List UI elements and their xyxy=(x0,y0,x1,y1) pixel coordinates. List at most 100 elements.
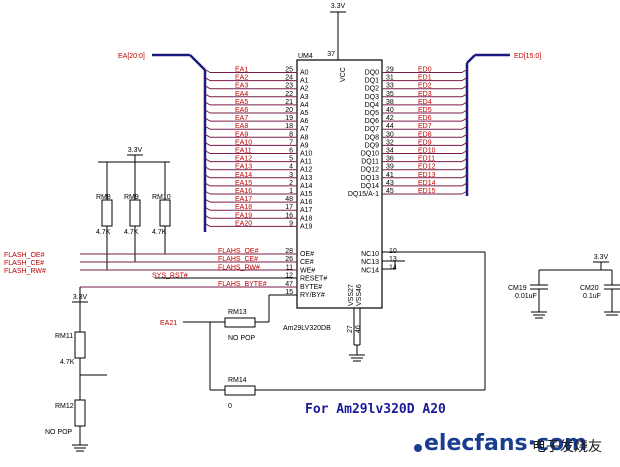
rm13-ref: RM13 xyxy=(228,309,247,316)
left-pin-number: 3 xyxy=(289,172,293,179)
watermark-chinese: 电子发烧友 xyxy=(532,439,602,455)
right-pin-number: 45 xyxy=(386,188,394,195)
right-pin-name: DQ7 xyxy=(365,126,380,133)
ed-net-label: ED11 xyxy=(418,156,435,163)
left-pin-number: 48 xyxy=(285,196,293,203)
ea-net-label: EA10 xyxy=(235,139,252,146)
rm9-ref: RM9 xyxy=(124,194,139,201)
caps-vcc-label: 3.3V xyxy=(594,254,609,261)
ea21-net-label: EA21 xyxy=(160,320,177,327)
left-pin-name: A10 xyxy=(300,151,313,158)
right-pin-number: 40 xyxy=(386,107,394,114)
flash-ce-net: FLASH_CE# xyxy=(4,260,44,267)
ctrl-pin-number: 11 xyxy=(286,264,293,271)
left-pin-number: 21 xyxy=(285,99,293,106)
vcc-pin-number: 37 xyxy=(327,51,335,58)
ed-net-label: ED3 xyxy=(418,91,432,98)
left-pin-name: A17 xyxy=(300,207,313,214)
left-pin-name: A18 xyxy=(300,215,313,222)
left-pin-name: A7 xyxy=(300,126,309,133)
watermark: elecfans·com 电子发烧友 xyxy=(414,431,602,456)
ed-bus-label: ED[15:0] xyxy=(514,53,541,60)
ea-net-label: EA8 xyxy=(235,123,248,130)
rm10-value: 4.7K xyxy=(152,229,167,236)
left-pin-name: A16 xyxy=(300,199,313,206)
ea-net-label: EA20 xyxy=(235,220,252,227)
vss-pin-name: VSS46 xyxy=(356,284,363,306)
watermark-logo: elecfans·com xyxy=(424,431,587,456)
left-pin-number: 20 xyxy=(285,107,293,114)
ctrl-pin-name: RESET# xyxy=(300,276,327,283)
left-pin-name: A15 xyxy=(300,191,313,198)
ea-net-label: EA9 xyxy=(235,131,248,138)
left-pin-number: 8 xyxy=(289,131,293,138)
ea-net-label: EA16 xyxy=(235,188,252,195)
right-pin-name: DQ13 xyxy=(361,175,379,182)
right-pin-number: 29 xyxy=(386,67,394,74)
ed-net-label: ED9 xyxy=(418,139,432,146)
rm12-value: NO POP xyxy=(45,429,73,436)
vss-pin-name: VSS27 xyxy=(348,284,355,306)
left-pin-number: 22 xyxy=(285,91,293,98)
right-pin-name: DQ4 xyxy=(365,102,380,109)
left-pin-number: 1 xyxy=(289,188,293,195)
left-pin-name: A13 xyxy=(300,175,313,182)
ea-bus-label: EA[20:0] xyxy=(118,53,145,60)
rm14-ref: RM14 xyxy=(228,377,247,384)
caption-text: For Am29lv320D A20 xyxy=(305,402,446,417)
nc-pin-name: NC13 xyxy=(361,259,379,266)
rm8-ref: RM8 xyxy=(96,194,111,201)
right-pin-number: 34 xyxy=(386,148,394,155)
ed-net-label: ED0 xyxy=(418,67,432,74)
rm11-value: 4.7K xyxy=(60,359,75,366)
ea-net-label: EA3 xyxy=(235,83,248,90)
ctrl-net-label: FLAHS_RW# xyxy=(218,264,260,271)
ea-net-label: EA5 xyxy=(235,99,248,106)
cm19-ref: CM19 xyxy=(508,285,527,292)
rm9-value: 4.7K xyxy=(124,229,139,236)
left-pin-name: A12 xyxy=(300,167,313,174)
ctrl-pin-number: 47 xyxy=(285,281,293,288)
flash-oe-net: FLASH_OE# xyxy=(4,252,45,259)
ed-net-label: ED10 xyxy=(418,148,436,155)
vss-pin-number: 27 xyxy=(347,325,354,333)
ed-net-label: ED7 xyxy=(418,123,432,130)
ed-net-label: ED13 xyxy=(418,172,436,179)
ctrl-net-label: SYS_RST# xyxy=(152,273,188,280)
ea-net-label: EA11 xyxy=(235,148,252,155)
nc-pin-number: 10 xyxy=(389,248,397,255)
right-pin-name: DQ3 xyxy=(365,94,380,101)
right-pin-name: DQ12 xyxy=(361,167,379,174)
ea-net-label: EA19 xyxy=(235,212,252,219)
left-pin-name: A8 xyxy=(300,134,309,141)
chip-part-number: Am29LV320DB xyxy=(283,325,331,332)
right-pin-name: DQ2 xyxy=(365,86,380,93)
left-pin-name: A6 xyxy=(300,118,309,125)
nc-pin-number: 14 xyxy=(389,264,397,271)
ea-net-label: EA18 xyxy=(235,204,252,211)
flash-rw-net: FLASH_RW# xyxy=(4,268,46,275)
vcc-top-label: 3.3V xyxy=(331,3,346,10)
left-pin-number: 5 xyxy=(289,156,293,163)
watermark-dot-icon xyxy=(414,444,422,452)
ed-net-label: ED15 xyxy=(418,188,436,195)
ed-net-label: ED14 xyxy=(418,180,436,187)
ed-net-label: ED6 xyxy=(418,115,432,122)
right-pin-name: DQ0 xyxy=(365,70,380,77)
nc-pin-name: NC14 xyxy=(361,267,379,274)
left-pin-number: 24 xyxy=(285,75,293,82)
right-pin-number: 38 xyxy=(386,99,394,106)
right-pin-name: DQ14 xyxy=(361,183,379,190)
right-pin-name: DQ1 xyxy=(365,78,380,85)
right-pin-number: 35 xyxy=(386,91,394,98)
ea-net-label: EA2 xyxy=(235,75,248,82)
left-pin-number: 9 xyxy=(289,220,293,227)
ea-net-label: EA6 xyxy=(235,107,248,114)
ctrl-pin-number: 12 xyxy=(285,273,293,280)
pullup-vcc-label: 3.3V xyxy=(128,147,143,154)
left-pin-number: 17 xyxy=(285,204,293,211)
left-pin-name: A3 xyxy=(300,94,309,101)
ed-net-label: ED4 xyxy=(418,99,432,106)
left-pin-number: 19 xyxy=(285,115,293,122)
right-pin-number: 33 xyxy=(386,83,394,90)
